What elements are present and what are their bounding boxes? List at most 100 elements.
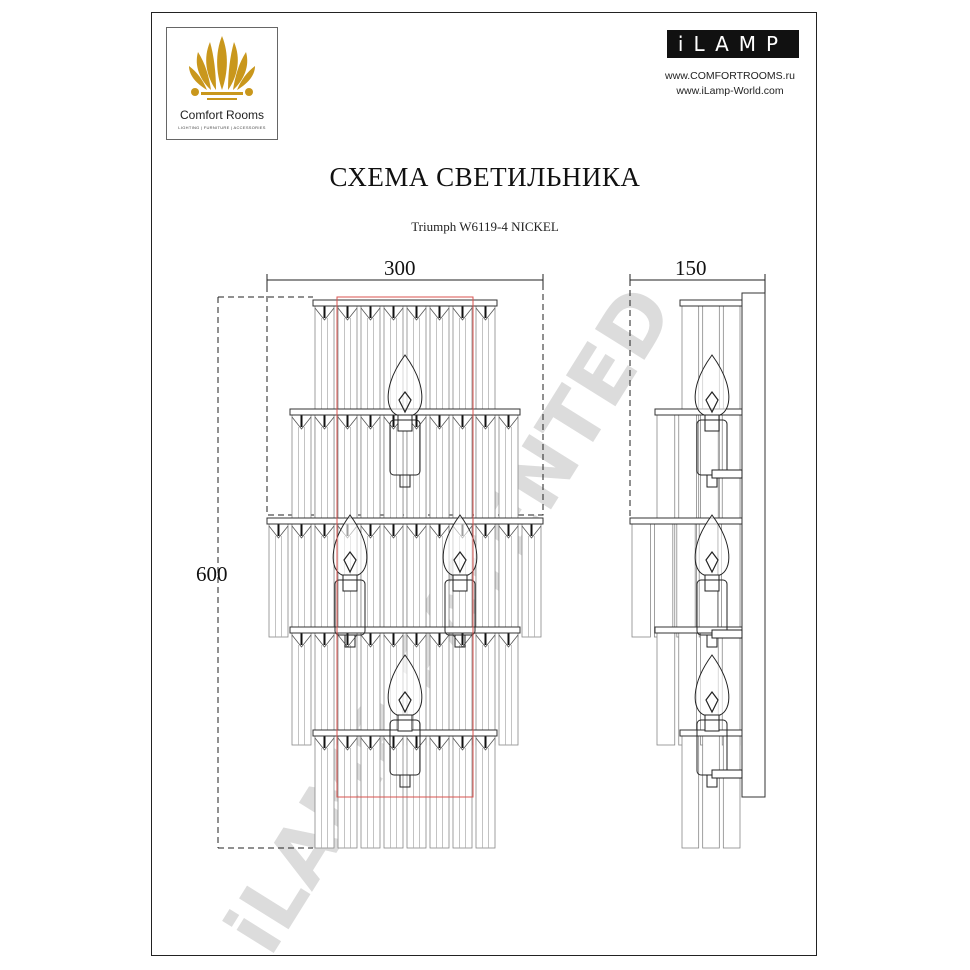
- crown-icon: [189, 36, 255, 100]
- arm: [711, 769, 743, 779]
- bulb-base: [342, 574, 358, 592]
- page-title: СХЕМА СВЕТИЛЬНИКА: [329, 162, 641, 192]
- crystal-tip: [383, 737, 404, 751]
- crystal-strip: [360, 632, 381, 746]
- crystal-tip: [452, 307, 473, 321]
- tier-bar: [266, 517, 544, 525]
- crystal-strip: [291, 632, 312, 746]
- crystal-tip: [475, 737, 496, 751]
- filament: [705, 691, 719, 714]
- crystal-strip: [406, 735, 427, 849]
- model-name: Triumph W6119-4 NICKEL: [411, 219, 559, 234]
- comfort-rooms-logo: Comfort Rooms LIGHTING | FURNITURE | ACC…: [166, 27, 278, 140]
- crystal-tip: [498, 634, 519, 648]
- crystal-strip: [452, 735, 473, 849]
- height-label: 600: [196, 562, 228, 586]
- ilamp-logo: iLAMP: [667, 30, 799, 58]
- crystal-strip: [452, 632, 473, 746]
- crystal-tip: [452, 737, 473, 751]
- comfort-rooms-name: Comfort Rooms: [179, 108, 265, 122]
- depth-label: 150: [675, 256, 707, 280]
- crystal-tip: [475, 307, 496, 321]
- holder-stem: [399, 474, 411, 488]
- url-ilamp: www.iLamp-World.com: [676, 85, 784, 97]
- crystal-tip: [498, 525, 519, 539]
- filament: [453, 551, 467, 574]
- crystal-strip: [498, 523, 519, 638]
- filament: [705, 391, 719, 414]
- width-dashed-box: [266, 279, 544, 516]
- crystal-tip: [429, 525, 450, 539]
- crystal-tip: [314, 416, 335, 430]
- arm: [711, 469, 743, 479]
- crystal-strip: [314, 735, 335, 849]
- crystal-strip: [722, 735, 741, 849]
- crystal-tip: [337, 307, 358, 321]
- crystal-strip: [360, 735, 381, 849]
- crystal-strip: [678, 632, 697, 746]
- crystal-tip: [475, 525, 496, 539]
- mounting-outline: [336, 296, 474, 798]
- tier-bar: [289, 626, 521, 634]
- filament: [705, 551, 719, 574]
- crystal-tip: [429, 737, 450, 751]
- tier-bar: [312, 299, 498, 307]
- crystal-tip: [360, 416, 381, 430]
- crystal-tip: [475, 416, 496, 430]
- crystal-tip: [314, 634, 335, 648]
- crystal-tip: [360, 737, 381, 751]
- crystal-tip: [291, 416, 312, 430]
- crystal-tip: [360, 307, 381, 321]
- crystal-tip: [360, 634, 381, 648]
- crystal-tip: [291, 634, 312, 648]
- url-comfortrooms: www.COMFORTROOMS.ru: [665, 70, 795, 82]
- crystal-strip: [498, 632, 519, 746]
- filament: [398, 391, 412, 414]
- crystal-tip: [337, 416, 358, 430]
- holder-stem: [454, 634, 466, 648]
- crystal-tip: [337, 737, 358, 751]
- crystal-tip: [429, 307, 450, 321]
- crystal-strip: [268, 523, 289, 638]
- crystal-strip: [383, 735, 404, 849]
- tier-bar: [679, 299, 743, 307]
- crystal-tip: [429, 634, 450, 648]
- crystal-strip: [291, 523, 312, 638]
- width-label: 300: [384, 256, 416, 280]
- crystal-tip: [314, 525, 335, 539]
- bulb-base: [397, 714, 413, 732]
- bulb-base: [704, 574, 720, 592]
- crystal-strip: [337, 735, 358, 849]
- crystal-strip: [429, 632, 450, 746]
- crystal-tip: [314, 737, 335, 751]
- comfort-rooms-tagline: LIGHTING | FURNITURE | ACCESSORIES: [178, 125, 266, 130]
- crystal-tip: [406, 737, 427, 751]
- crystal-tip: [383, 634, 404, 648]
- crystal-strip: [654, 523, 674, 638]
- crystal-strip: [429, 735, 450, 849]
- crystal-strip: [475, 735, 496, 849]
- filament: [398, 691, 412, 714]
- holder-stem: [344, 634, 356, 648]
- crystal-tip: [452, 416, 473, 430]
- crystal-tip: [406, 307, 427, 321]
- page-frame: [151, 12, 817, 956]
- filament: [343, 551, 357, 574]
- crystal-strip: [314, 523, 335, 638]
- crystal-strip: [406, 523, 427, 638]
- crystal-tip: [314, 307, 335, 321]
- bulb-base: [704, 414, 720, 432]
- crystal-strip: [314, 632, 335, 746]
- crystal-tip: [383, 525, 404, 539]
- crystal-tip: [383, 307, 404, 321]
- wall-plate: [741, 292, 766, 798]
- crystal-tip: [268, 525, 289, 539]
- crystal-strip: [702, 735, 720, 849]
- crystal-tip: [291, 525, 312, 539]
- crystal-tip: [429, 416, 450, 430]
- crystal-strip: [631, 523, 651, 638]
- crystal-strip: [383, 523, 404, 638]
- crystal-strip: [681, 735, 700, 849]
- arm: [711, 629, 743, 639]
- crystal-strip: [337, 632, 358, 746]
